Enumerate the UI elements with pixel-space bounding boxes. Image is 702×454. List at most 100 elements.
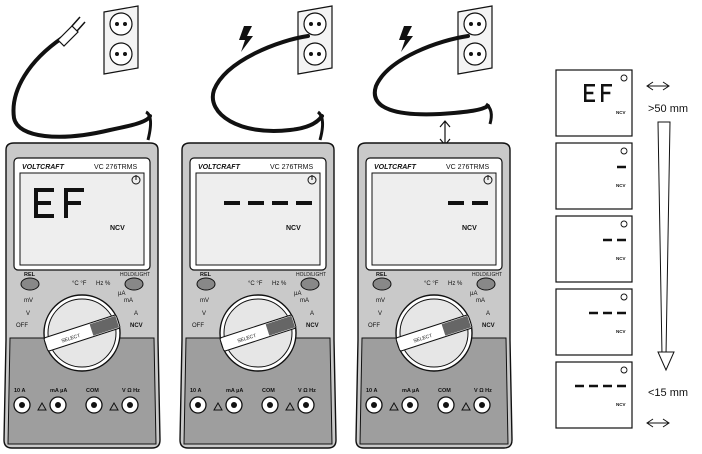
level-reading — [617, 165, 626, 169]
knob-label: SELECT — [237, 333, 257, 345]
power-cable — [11, 36, 152, 139]
socket-hole — [477, 52, 481, 56]
level-panel-3: NCV — [555, 215, 633, 283]
dial-ua-label: µA — [118, 291, 125, 297]
rel-button — [20, 277, 40, 291]
lcd-mode-label: NCV — [286, 225, 301, 232]
power-cable — [210, 34, 324, 133]
dial-ncv-label: NCV — [130, 323, 143, 329]
power-cable — [372, 34, 490, 117]
lcd-segment — [34, 201, 51, 205]
rel-button — [196, 277, 216, 291]
socket-hole — [317, 52, 321, 56]
taper-arrow-head — [657, 351, 675, 372]
lcd-segment — [617, 165, 626, 169]
dial-ua-label: µA — [470, 291, 477, 297]
lcd-mode-label: NCV — [110, 225, 125, 232]
socket-outlet — [303, 42, 327, 66]
dial-mv-label: mV — [24, 298, 33, 304]
jack-hole — [55, 402, 61, 408]
dial-off-label: OFF — [16, 323, 28, 329]
lcd-segment — [584, 84, 595, 87]
wall-socket — [297, 5, 333, 75]
jack-hole — [19, 402, 25, 408]
knob-pointer — [89, 315, 120, 336]
lcd-segment — [272, 201, 288, 205]
jack-label: V Ω Hz — [298, 388, 316, 394]
level-mode-label: NCV — [616, 183, 626, 188]
lcd-segment — [64, 188, 84, 192]
lcd-segment — [448, 201, 464, 205]
lcd-segment — [601, 91, 611, 95]
socket-outlet — [463, 12, 487, 36]
dial-v-label: V — [26, 311, 30, 317]
dial-hz-label: Hz % — [96, 281, 111, 287]
rotary-knob: SELECT — [219, 314, 297, 352]
lcd-segment — [296, 201, 312, 205]
power-icon — [620, 366, 628, 374]
level-reading — [575, 384, 626, 388]
plug — [57, 25, 79, 47]
knob-label: SELECT — [413, 333, 433, 345]
rotary-knob: SELECT — [395, 314, 473, 352]
hold-button — [124, 277, 144, 291]
level-lcd — [555, 215, 633, 283]
lcd-segment — [589, 311, 598, 315]
warning-icon — [213, 401, 223, 411]
lcd-segment — [617, 238, 626, 242]
dial-temp-label: °C °F — [424, 281, 439, 287]
lcd-segment — [584, 99, 595, 102]
scene-2 — [210, 5, 333, 141]
rel-label: REL — [24, 272, 36, 278]
level-lcd — [555, 142, 633, 210]
hold-label: HOLD/LIGHT — [120, 272, 150, 278]
dial-ncv-label: NCV — [306, 323, 319, 329]
brand-label: VOLTCRAFT — [22, 164, 65, 171]
socket-hole — [123, 22, 127, 26]
dial-off-label: OFF — [192, 323, 204, 329]
lcd-screen — [371, 172, 497, 266]
level-lcd — [555, 69, 633, 137]
jack-hole — [195, 402, 201, 408]
dial-ua-label: µA — [294, 291, 301, 297]
warning-icon — [285, 401, 295, 411]
socket-outlet — [303, 12, 327, 36]
socket-outlet — [109, 42, 133, 66]
vertical-distance-arrow — [439, 120, 451, 146]
jack-label: COM — [262, 388, 275, 394]
warning-icon — [461, 401, 471, 411]
lcd-segment — [248, 201, 264, 205]
lcd-segment — [617, 384, 626, 388]
lcd-segment — [64, 201, 81, 205]
cable-end — [145, 110, 153, 141]
lightning-icon — [399, 26, 413, 52]
dial-off-label: OFF — [368, 323, 380, 329]
jack-hole — [267, 402, 273, 408]
jack-label: COM — [438, 388, 451, 394]
jack-label: 10 A — [190, 388, 201, 394]
level-mode-label: NCV — [616, 402, 626, 407]
jack-hole — [479, 402, 485, 408]
jack-label: V Ω Hz — [474, 388, 492, 394]
warning-icon — [389, 401, 399, 411]
level-mode-label: NCV — [616, 110, 626, 115]
rel-label: REL — [200, 272, 212, 278]
jack-hole — [407, 402, 413, 408]
knob-pointer — [441, 315, 472, 336]
lightning-icon — [239, 26, 253, 52]
jack-hole — [303, 402, 309, 408]
jack-label: mA µA — [226, 388, 243, 394]
hold-button — [476, 277, 496, 291]
cable-end — [485, 102, 493, 125]
socket-outlet — [109, 12, 133, 36]
horizontal-arrow-top — [646, 81, 670, 91]
brand-label: VOLTCRAFT — [198, 164, 241, 171]
jack-label: 10 A — [14, 388, 25, 394]
lcd-segment — [34, 188, 54, 192]
jack-hole — [91, 402, 97, 408]
dial-hz-label: Hz % — [448, 281, 463, 287]
level-reading — [589, 311, 626, 315]
lcd-segment — [601, 84, 612, 87]
dial-hz-label: Hz % — [272, 281, 287, 287]
lcd-screen — [19, 172, 145, 266]
